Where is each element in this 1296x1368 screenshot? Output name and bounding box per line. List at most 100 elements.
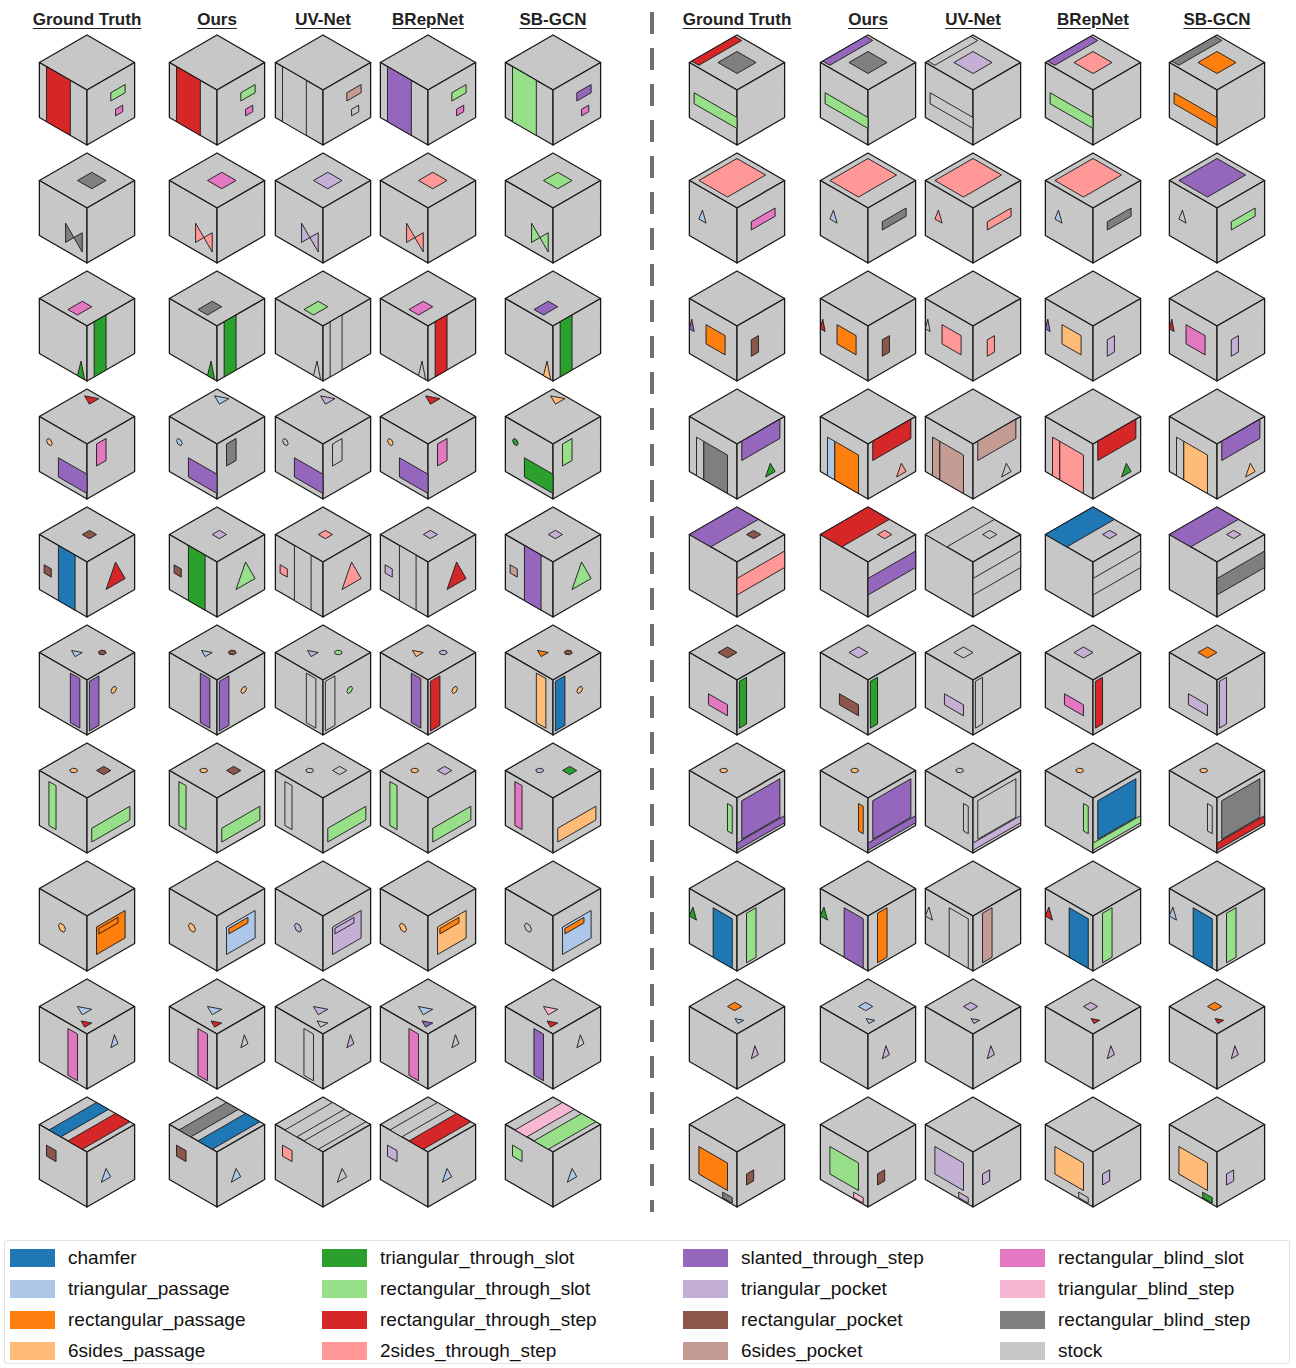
column-header: Ground Truth	[22, 10, 152, 30]
feature-face	[1193, 908, 1212, 969]
feature-face	[1060, 441, 1084, 493]
stock-face	[1093, 1007, 1141, 1090]
feature-face	[68, 1029, 78, 1081]
feature-face	[246, 105, 253, 116]
stock-face	[1169, 889, 1217, 972]
column-header: UV-Net	[258, 10, 388, 30]
cad-model	[380, 1097, 475, 1207]
feature-face	[1055, 210, 1062, 223]
feature-face	[878, 1170, 885, 1185]
cad-model	[39, 861, 134, 971]
feature-face	[925, 907, 932, 920]
stock-face	[39, 889, 87, 972]
feature-face	[313, 1007, 327, 1015]
feature-face	[868, 551, 916, 595]
stock-face	[973, 63, 1021, 146]
feature-face	[1198, 647, 1217, 658]
feature-face	[543, 172, 572, 189]
cad-model	[689, 153, 784, 263]
legend-swatch	[1000, 1342, 1045, 1360]
feature-face	[44, 565, 51, 577]
stock-face	[868, 535, 916, 618]
feature-face	[844, 908, 863, 969]
legend-swatch	[322, 1342, 367, 1360]
feature-face	[231, 1169, 241, 1183]
stock-face	[925, 63, 973, 146]
feature-face	[572, 562, 591, 590]
feature-face	[718, 647, 737, 658]
stock-face	[39, 771, 87, 854]
feature-face	[1169, 907, 1176, 920]
feature-face	[718, 52, 756, 74]
stock-face	[1217, 1125, 1265, 1208]
feature-face	[975, 677, 982, 728]
stock-face	[689, 653, 737, 736]
stock-face	[868, 653, 916, 736]
feature-face	[399, 923, 406, 932]
feature-face	[294, 458, 323, 494]
stock-face	[1093, 1125, 1141, 1208]
cad-model	[505, 743, 600, 853]
feature-face	[321, 396, 335, 404]
feature-face	[513, 1145, 523, 1162]
stock-face	[1045, 63, 1093, 146]
column-header: SB-GCN	[488, 10, 618, 30]
feature-face	[1227, 1170, 1234, 1185]
feature-face	[447, 562, 466, 590]
feature-face	[347, 1035, 354, 1048]
stock-face	[428, 535, 476, 618]
feature-face	[747, 530, 761, 538]
stock-face	[868, 299, 916, 382]
feature-face	[97, 911, 126, 955]
cad-model	[689, 35, 784, 145]
separator-line	[650, 12, 654, 1212]
feature-face	[198, 1114, 260, 1150]
cad-model	[505, 979, 600, 1089]
stock-face	[689, 889, 737, 972]
feature-face	[933, 437, 940, 480]
stock-face	[553, 1007, 601, 1090]
feature-face	[111, 686, 117, 693]
cad-model	[689, 861, 784, 971]
cad-model	[39, 507, 134, 617]
legend-label: chamfer	[68, 1247, 137, 1269]
stock-face	[1169, 535, 1217, 618]
feature-face	[1091, 1019, 1100, 1024]
feature-face	[954, 647, 973, 658]
stock-face	[1169, 653, 1217, 736]
feature-face	[212, 530, 226, 538]
feature-face	[202, 650, 213, 656]
feature-face	[1203, 1192, 1213, 1203]
feature-face	[177, 1145, 187, 1162]
cad-model	[275, 625, 370, 735]
stock-face	[737, 181, 785, 264]
feature-face	[689, 507, 758, 547]
column-header: BRepNet	[363, 10, 493, 30]
feature-face	[1215, 1019, 1224, 1024]
cad-model	[380, 35, 475, 145]
feature-face	[188, 546, 205, 611]
feature-face	[97, 439, 107, 467]
feature-face	[1098, 419, 1136, 460]
stock-face	[973, 889, 1021, 972]
feature-face	[219, 676, 229, 731]
cad-model	[380, 861, 475, 971]
stock-face	[973, 1125, 1021, 1208]
feature-face	[72, 650, 83, 656]
feature-face	[742, 419, 780, 460]
feature-face	[1227, 908, 1237, 963]
stock-face	[553, 63, 601, 146]
feature-face	[318, 530, 332, 538]
cad-model	[505, 271, 600, 381]
feature-face	[49, 782, 56, 830]
feature-face	[930, 93, 973, 129]
cad-model	[1169, 743, 1264, 853]
cad-model	[39, 625, 134, 735]
legend-swatch	[1000, 1311, 1045, 1329]
feature-face	[987, 208, 1011, 230]
stock-face	[39, 63, 87, 146]
feature-face	[1186, 325, 1205, 355]
feature-face	[515, 782, 522, 830]
feature-face	[1207, 1002, 1221, 1010]
legend-item: triangular_passage	[10, 1276, 230, 1302]
